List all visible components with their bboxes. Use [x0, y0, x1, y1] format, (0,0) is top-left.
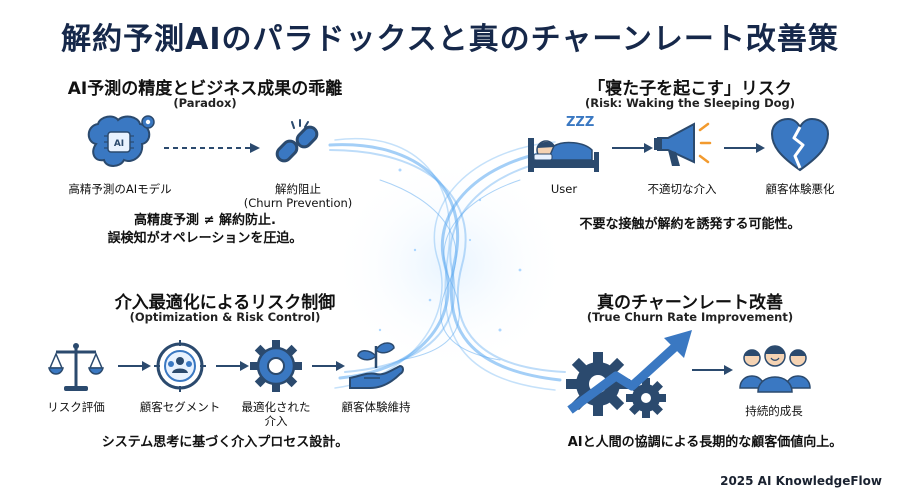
label-cx-maintained: 顧客体験維持 — [341, 400, 411, 414]
arrow-right — [118, 361, 151, 371]
broken-chain-icon — [275, 119, 319, 163]
label-sustainable-growth: 持続的成長 — [745, 404, 803, 418]
label-customer-segment: 顧客セグメント — [139, 400, 221, 414]
section-subtitle-true-churn: (True Churn Rate Improvement) — [586, 310, 794, 324]
section-subtitle-optimization: (Optimization & Risk Control) — [129, 310, 321, 324]
label-user: User — [550, 182, 578, 196]
arrow-right — [692, 365, 733, 375]
people-group-icon — [739, 345, 811, 393]
section-title-risk: 「寝た子を起こす」リスク — [588, 79, 792, 99]
footer-credit: 2025 AI KnowledgeFlow — [720, 474, 882, 488]
hand-plant-icon — [349, 342, 404, 389]
gears-growth-arrow-icon — [566, 330, 692, 418]
label-risk-assessment: リスク評価 — [47, 400, 105, 414]
desc-paradox-line1: 高精度予測 ≠ 解約防止. — [134, 213, 276, 228]
arrow-right — [216, 361, 249, 371]
section-subtitle-paradox: (Paradox) — [173, 96, 237, 110]
ai-brain-icon: AI — [87, 115, 155, 167]
arrow-right — [724, 143, 765, 153]
broken-heart-icon — [770, 118, 830, 172]
desc-true-churn: AIと人間の協調による長期的な顧客価値向上。 — [567, 435, 843, 450]
label-inappropriate-intervention: 不適切な介入 — [647, 182, 717, 196]
arrow-right — [312, 361, 345, 371]
label-churn-prevention-2: (Churn Prevention) — [243, 196, 353, 210]
label-ai-model: 高精予測のAIモデル — [68, 182, 172, 196]
megaphone-icon — [654, 122, 712, 166]
balance-scale-icon — [48, 343, 104, 391]
desc-paradox-line2: 誤検知がオペレーションを圧迫。 — [107, 231, 303, 246]
section-title-paradox: AI予測の精度とビジネス成果の乖離 — [67, 79, 343, 99]
dashed-arrow — [164, 143, 260, 153]
label-cx-deterioration: 顧客体験悪化 — [765, 182, 835, 196]
arrow-right — [612, 143, 653, 153]
desc-optimization: システム思考に基づく介入プロセス設計。 — [101, 435, 349, 450]
svg-text:AI: AI — [114, 139, 124, 149]
desc-risk: 不要な接触が解約を誘発する可能性。 — [579, 217, 801, 232]
customer-segment-icon — [154, 340, 206, 392]
section-subtitle-risk: (Risk: Waking the Sleeping Dog) — [584, 96, 796, 110]
page-title: 解約予測AIのパラドックスと真のチャーンレート改善策 — [61, 22, 839, 57]
section-title-optimization: 介入最適化によるリスク制御 — [114, 293, 336, 313]
label-optimized-intervention-1: 最適化された — [241, 400, 311, 414]
svg-text:ZZZ: ZZZ — [566, 115, 594, 130]
sleeping-user-icon: ZZZ — [528, 115, 599, 172]
label-churn-prevention-1: 解約阻止 — [275, 182, 321, 196]
gear-icon — [250, 340, 302, 392]
label-optimized-intervention-2: 介入 — [264, 414, 288, 428]
section-title-true-churn: 真のチャーンレート改善 — [597, 293, 783, 313]
